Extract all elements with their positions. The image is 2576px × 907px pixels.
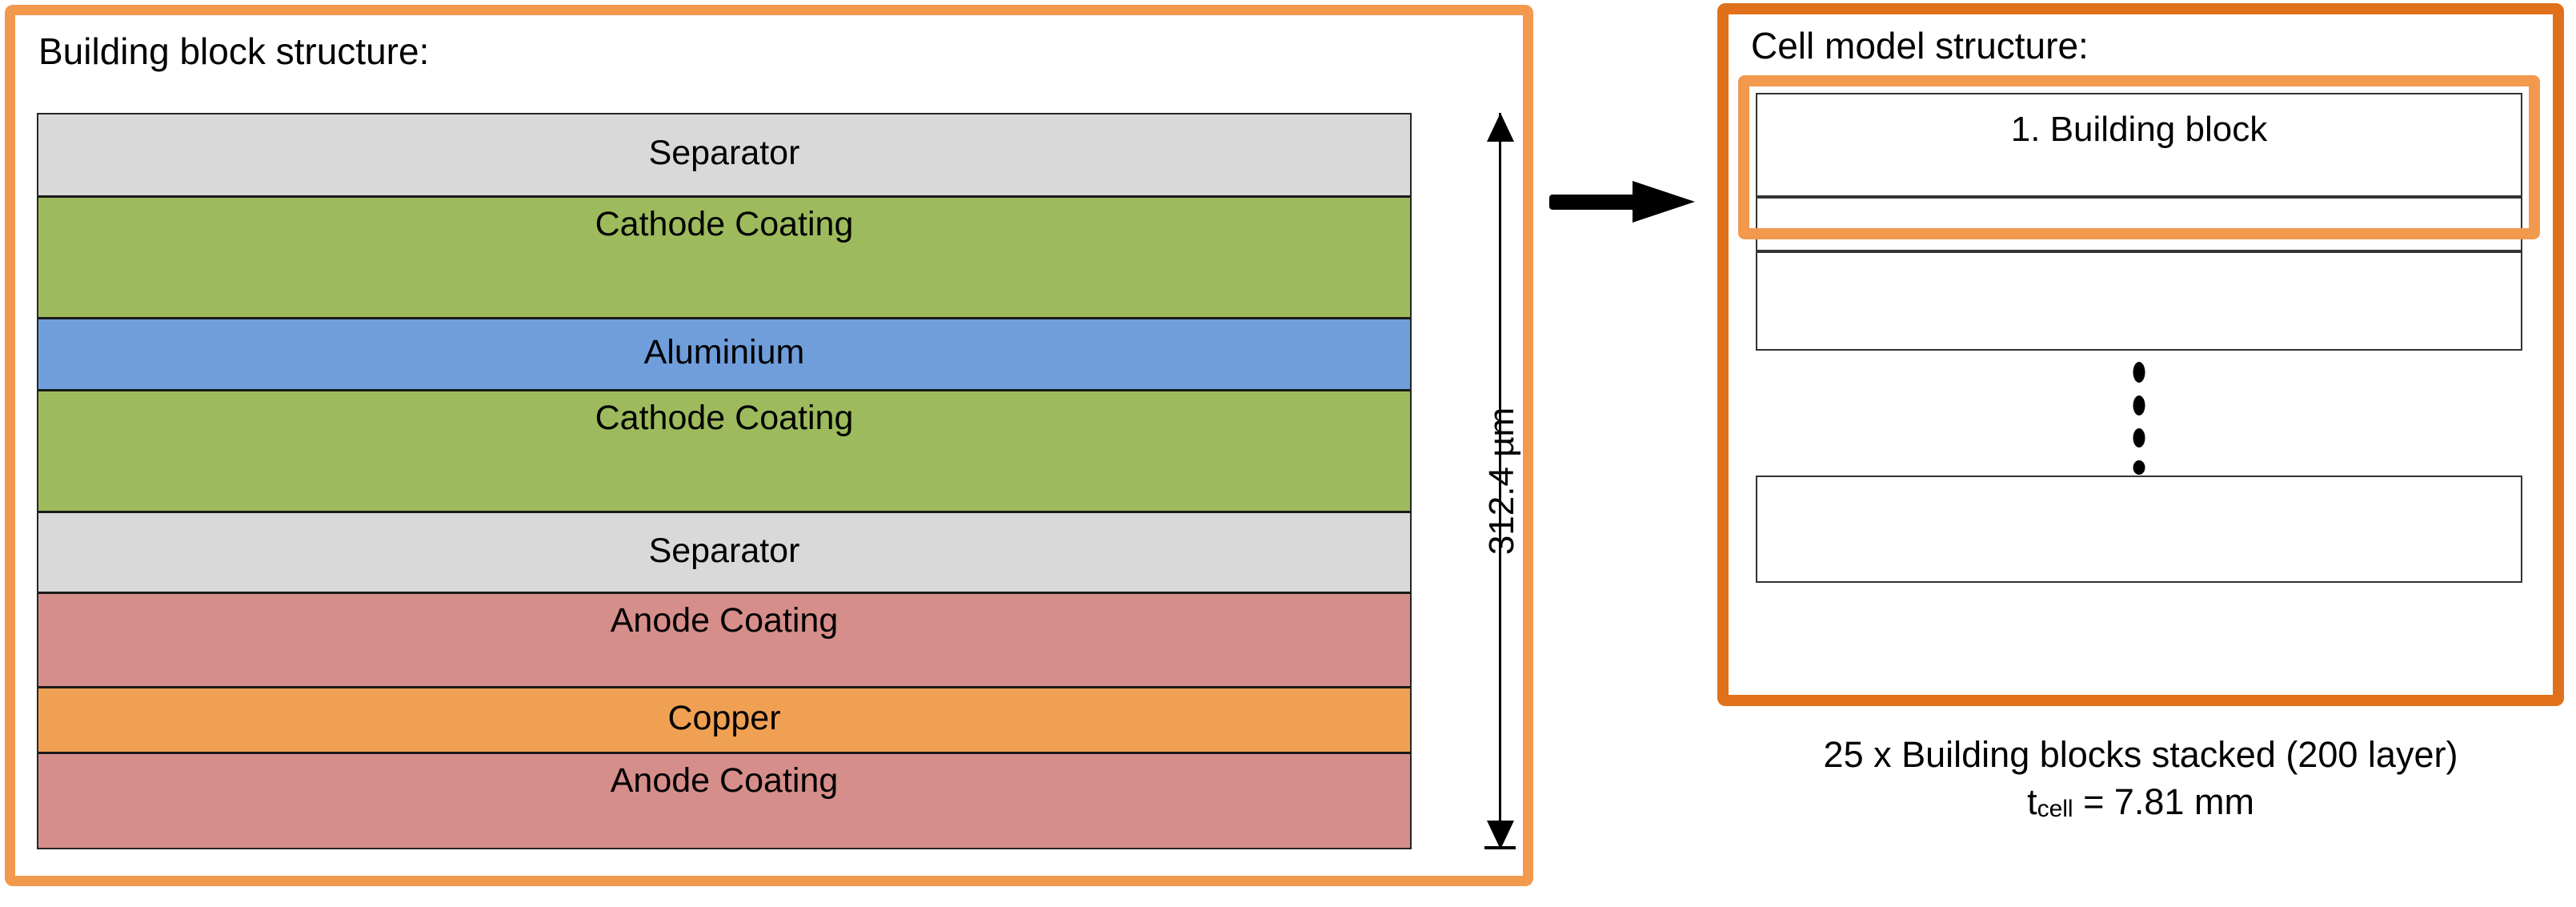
building-block-box-1: 1. Building block	[1756, 93, 2522, 197]
ellipsis-dot	[2133, 460, 2145, 475]
layer-label: Cathode Coating	[595, 399, 854, 438]
layer-label: Copper	[667, 698, 781, 737]
arrow-head	[1633, 181, 1695, 223]
building-block-box-3	[1756, 251, 2522, 351]
layer-anode-coating-bottom: Anode Coating	[38, 753, 1410, 848]
layer-stack: Separator Cathode Coating Aluminium Cath…	[37, 113, 1412, 849]
building-block-box-last	[1756, 476, 2522, 583]
layer-aluminium: Aluminium	[38, 319, 1410, 392]
cell-model-panel-title: Cell model structure:	[1751, 25, 2089, 66]
dimension-line	[1499, 113, 1501, 849]
arrow-shaft	[1549, 195, 1645, 210]
cell-model-panel: Cell model structure: 1. Building block	[1717, 3, 2564, 706]
layer-copper: Copper	[38, 688, 1410, 754]
dimension-arrow-up-icon	[1487, 113, 1514, 142]
caption-thickness-value: = 7.81 mm	[2073, 781, 2254, 823]
layer-anode-coating-top: Anode Coating	[38, 594, 1410, 689]
caption-thickness-subscript: cell	[2037, 796, 2073, 823]
layer-cathode-coating-bottom: Cathode Coating	[38, 391, 1410, 514]
building-block-box-label: 1. Building block	[2010, 110, 2268, 149]
layer-label: Cathode Coating	[595, 205, 854, 244]
dimension-label: 312.4 µm	[1482, 407, 1521, 556]
layer-label: Separator	[648, 531, 800, 570]
caption-cell-thickness: tcell = 7.81 mm	[1717, 781, 2564, 823]
building-block-box-2	[1756, 197, 2522, 251]
dimension-arrow-down-icon	[1487, 821, 1514, 849]
ellipsis-dot	[2133, 362, 2145, 383]
building-block-stack: 1. Building block	[1738, 75, 2540, 676]
layer-label: Separator	[648, 134, 800, 173]
layer-cathode-coating-top: Cathode Coating	[38, 198, 1410, 320]
ellipsis-dot	[2133, 395, 2145, 415]
caption-stack-count: 25 x Building blocks stacked (200 layer)	[1823, 734, 2458, 775]
vertical-ellipsis-icon	[2133, 362, 2145, 475]
right-arrow-icon	[1549, 181, 1698, 223]
layer-label: Aluminium	[643, 333, 805, 372]
ellipsis-dot	[2133, 428, 2145, 447]
layer-separator-top: Separator	[38, 114, 1410, 199]
thickness-dimension: 312.4 µm	[1456, 113, 1544, 849]
dimension-end-cap	[1484, 846, 1516, 849]
building-block-panel-title: Building block structure:	[38, 30, 430, 72]
building-block-panel: Building block structure: Separator Cath…	[5, 5, 1533, 886]
layer-label: Anode Coating	[610, 601, 839, 640]
layer-separator-bottom: Separator	[38, 513, 1410, 595]
cell-model-caption: 25 x Building blocks stacked (200 layer)…	[1717, 733, 2564, 823]
layer-label: Anode Coating	[610, 761, 839, 800]
caption-thickness-symbol: t	[2027, 781, 2037, 823]
